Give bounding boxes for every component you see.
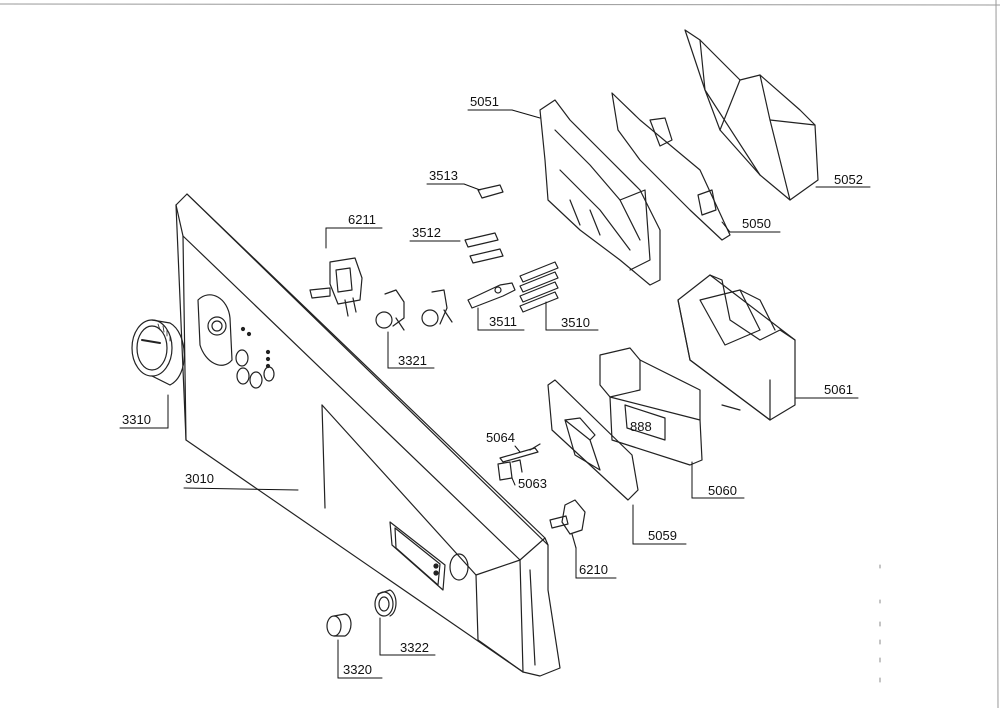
small-knob-3320: [326, 613, 352, 637]
display-frame-5059: [547, 379, 639, 501]
spring-3513: [477, 184, 504, 199]
light-guides-3510: [519, 261, 559, 313]
light-pipe-3512: [464, 232, 504, 264]
shaft-3511: [467, 282, 516, 309]
connector-5064: [499, 443, 541, 463]
switch-6210: [549, 499, 586, 549]
switch-6211: [309, 257, 363, 317]
pcb-carrier-5051: [539, 99, 661, 286]
pcb-board-5050: [611, 92, 731, 241]
callout-3321: 3321: [398, 353, 427, 368]
callout-5052: 5052: [834, 172, 863, 187]
callout-5051: 5051: [470, 94, 499, 109]
callout-labels: 3010 3310 3320 3322 3321 6211 3513 3512 …: [122, 94, 863, 677]
callout-6211: 6211: [348, 212, 376, 227]
electronics-housing-5052: [684, 29, 819, 201]
callout-3511: 3511: [489, 314, 517, 329]
callout-3510: 3510: [561, 315, 590, 330]
callout-5064: 5064: [486, 430, 515, 445]
callout-6210: 6210: [579, 562, 608, 577]
callout-5061: 5061: [824, 382, 853, 397]
selector-knob: [131, 319, 185, 386]
callout-3513: 3513: [429, 168, 458, 183]
display-module-5060: 888: [599, 347, 703, 466]
callout-3512: 3512: [412, 225, 441, 240]
callout-3322: 3322: [400, 640, 429, 655]
small-knob-3322: [374, 589, 397, 617]
callout-3320: 3320: [343, 662, 372, 677]
callout-5063: 5063: [518, 476, 547, 491]
display-digits: 888: [630, 419, 652, 434]
control-panel-fascia: [175, 193, 561, 677]
callout-3310: 3310: [122, 412, 151, 427]
push-switch-3321: [375, 289, 453, 331]
callout-3010: 3010: [185, 471, 214, 486]
bracket-5061: [677, 274, 796, 421]
callout-5050: 5050: [742, 216, 771, 231]
leader-lines: [119, 109, 871, 679]
callout-5060: 5060: [708, 483, 737, 498]
callout-5059: 5059: [648, 528, 677, 543]
